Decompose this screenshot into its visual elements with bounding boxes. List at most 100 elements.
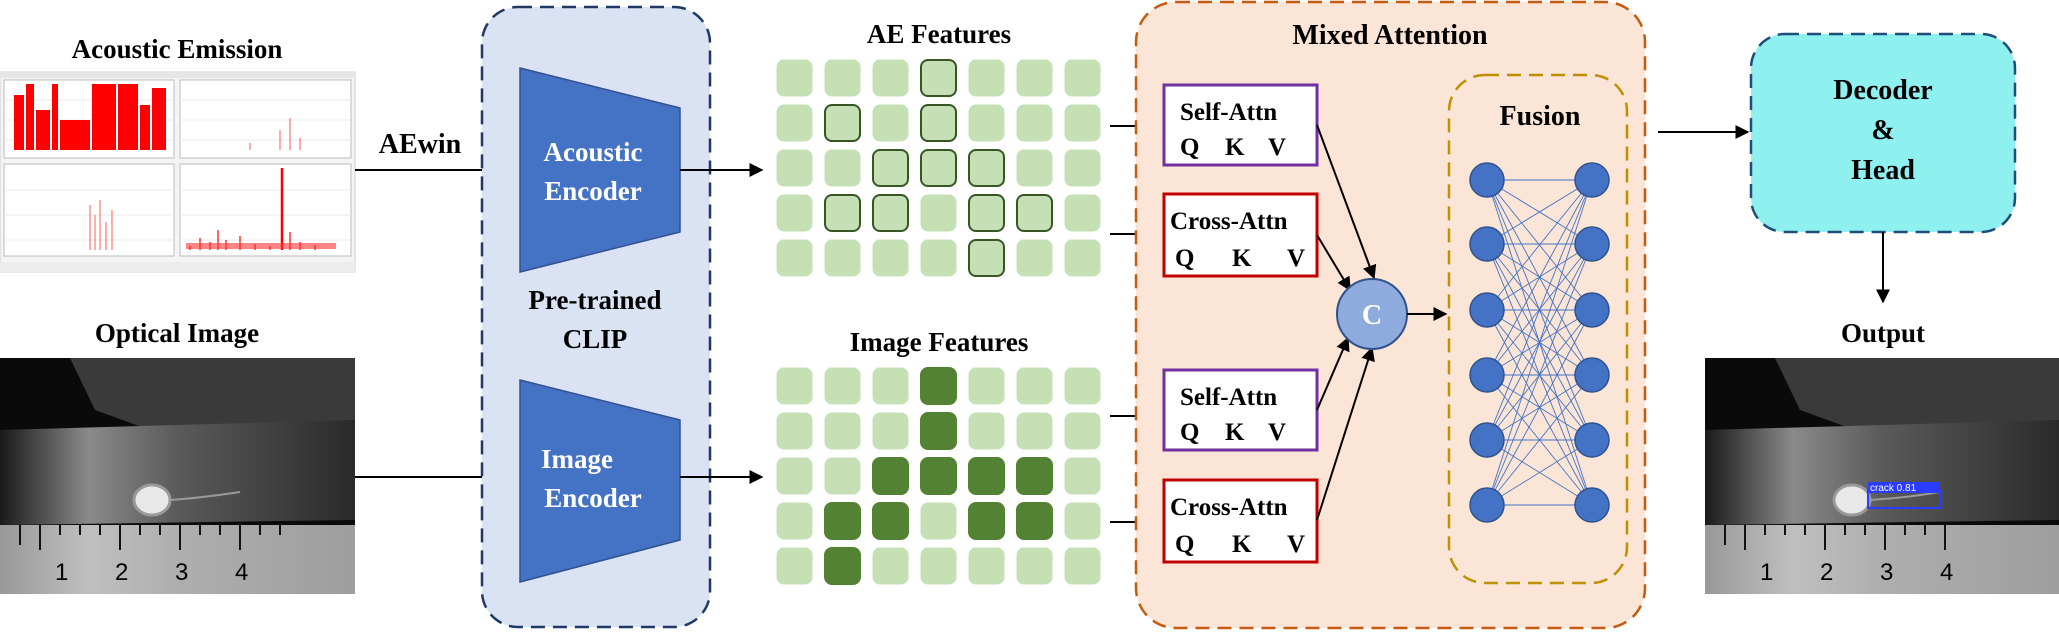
fusion-node: [1469, 357, 1505, 393]
acoustic-encoder-label-2: Encoder: [544, 176, 642, 206]
feature-cell: [776, 149, 813, 187]
k-label: K: [1232, 245, 1252, 272]
fusion-node: [1469, 292, 1505, 328]
feature-cell-active: [920, 59, 957, 97]
self-attn-label: Self-Attn: [1180, 99, 1277, 126]
fusion-node: [1574, 162, 1610, 198]
feature-cell: [776, 367, 813, 405]
feature-cell: [1016, 104, 1053, 142]
fusion-node: [1469, 422, 1505, 458]
output-ruler-number-3: 3: [1880, 559, 1893, 586]
feature-cell: [1016, 149, 1053, 187]
ruler-number-4: 4: [235, 559, 248, 586]
feature-cell-active: [1016, 457, 1053, 495]
feature-cell-active: [920, 412, 957, 450]
q-label: Q: [1180, 419, 1199, 446]
feature-cell: [1064, 194, 1101, 232]
feature-cell: [1016, 412, 1053, 450]
feature-cell-active: [872, 194, 909, 232]
feature-cell: [1064, 412, 1101, 450]
fusion-node: [1469, 487, 1505, 523]
q-label: Q: [1175, 531, 1194, 558]
cross-attn-block-image: Cross-Attn Q K V: [1162, 478, 1319, 564]
feature-cell: [920, 547, 957, 585]
image-encoder-label-1: Image: [541, 444, 613, 474]
feature-cell: [1064, 104, 1101, 142]
fusion-node: [1469, 226, 1505, 262]
feature-cell-active: [824, 547, 861, 585]
feature-cell-active: [824, 194, 861, 232]
feature-cell: [968, 367, 1005, 405]
q-label: Q: [1180, 134, 1199, 161]
feature-cell-active: [968, 239, 1005, 277]
feature-cell: [776, 104, 813, 142]
fusion-connection: [1486, 243, 1593, 506]
acoustic-emission-title: Acoustic Emission: [72, 34, 283, 64]
cross-attn-img-to-concat-arrow: [1316, 346, 1375, 521]
self-attn-ae-to-concat-arrow: [1316, 124, 1377, 280]
optical-image-photo: 1 2 3 4: [0, 358, 355, 594]
feature-cell-active: [968, 502, 1005, 540]
v-label: V: [1268, 134, 1286, 161]
feature-cell: [824, 239, 861, 277]
image-features-title: Image Features: [850, 327, 1029, 357]
decoder-label-3: Head: [1851, 155, 1915, 186]
feature-cell: [1064, 457, 1101, 495]
feature-cell: [872, 412, 909, 450]
feature-cell: [1016, 59, 1053, 97]
feature-cell-active: [968, 194, 1005, 232]
feature-cell: [824, 367, 861, 405]
feature-cell: [1064, 367, 1101, 405]
acoustic-emission-screenshot: [0, 71, 356, 273]
feature-cell: [776, 547, 813, 585]
feature-cell: [1064, 547, 1101, 585]
ruler-number-3: 3: [175, 559, 188, 586]
feature-cell: [776, 457, 813, 495]
fusion-connection: [1486, 179, 1593, 506]
feature-cell: [776, 412, 813, 450]
feature-cell-active: [824, 502, 861, 540]
feature-cell: [824, 59, 861, 97]
fusion-network: [1469, 162, 1610, 523]
feature-cell: [776, 194, 813, 232]
aewin-label: AEwin: [379, 129, 462, 160]
feature-cell: [776, 239, 813, 277]
fusion-node: [1574, 226, 1610, 262]
feature-cell-active: [1016, 502, 1053, 540]
decoder-label-2: &: [1871, 115, 1894, 146]
feature-cell: [1064, 149, 1101, 187]
feature-cell: [1064, 59, 1101, 97]
acoustic-encoder-block: [519, 67, 681, 273]
feature-cell: [1016, 547, 1053, 585]
output-ruler-number-2: 2: [1820, 559, 1833, 586]
clip-title-1: Pre-trained: [529, 285, 662, 315]
fusion-node: [1469, 162, 1505, 198]
ruler-number-2: 2: [115, 559, 128, 586]
feature-cell: [872, 104, 909, 142]
image-features-grid: [776, 367, 1101, 585]
mixed-attention-title: Mixed Attention: [1292, 20, 1488, 51]
self-attn-block-image: Self-Attn Q K V: [1162, 368, 1319, 452]
optical-image-title: Optical Image: [95, 318, 259, 348]
output-image: crack 0.81 1 2 3 4: [1705, 358, 2059, 594]
output-ruler-number-4: 4: [1940, 559, 1953, 586]
fusion-node: [1574, 357, 1610, 393]
cross-attn-ae-to-concat-arrow: [1316, 234, 1351, 292]
v-label: V: [1287, 245, 1305, 272]
feature-cell-active: [872, 502, 909, 540]
feature-cell-active: [1016, 194, 1053, 232]
feature-cell: [968, 412, 1005, 450]
fusion-node: [1574, 292, 1610, 328]
feature-cell-active: [872, 149, 909, 187]
feature-cell: [776, 502, 813, 540]
feature-cell-active: [968, 457, 1005, 495]
ae-features-title: AE Features: [867, 19, 1011, 49]
output-ruler-number-1: 1: [1760, 559, 1773, 586]
feature-cell: [872, 367, 909, 405]
output-title: Output: [1841, 318, 1925, 348]
cross-attn-block-ae: Cross-Attn Q K V: [1162, 192, 1319, 278]
k-label: K: [1225, 419, 1245, 446]
v-label: V: [1268, 419, 1286, 446]
self-attn-label: Self-Attn: [1180, 384, 1277, 411]
